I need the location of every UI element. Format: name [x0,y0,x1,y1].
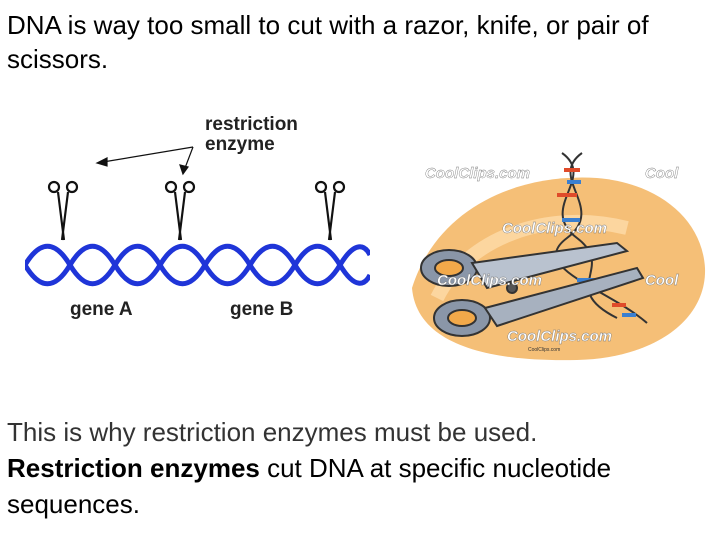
bold-term: Restriction enzymes [7,453,260,483]
pointer-arrows [95,146,194,176]
dna-helix [25,243,370,287]
watermark-4: CoolClips.com [437,272,542,289]
body-text: This is why restriction enzymes must be … [7,414,713,522]
watermark-1: CoolClips.com [425,165,530,182]
label-restriction: restriction [205,114,298,135]
watermark-5: Cool [645,272,679,289]
body-line-2-rest: cut DNA at specific nucleotide sequences… [7,453,612,519]
watermark-3: CoolClips.com [502,220,607,237]
body-line-2: Restriction enzymes cut DNA at specific … [7,450,713,522]
scissors-dna-clipart: CoolClips.com Cool CoolClips.com CoolCli… [412,152,706,361]
body-line-1: This is why restriction enzymes must be … [7,417,538,447]
gene-a-label: gene A [70,299,133,320]
gene-b-label: gene B [230,299,293,320]
slide-title: DNA is way too small to cut with a razor… [7,10,649,74]
restriction-enzyme-diagram: restriction enzyme gene A gene B [25,114,370,320]
scissors-icon-2 [164,180,196,241]
clipart-caption: CoolClips.com [528,347,561,353]
clipart-scissors [420,241,645,337]
scissors-icon-1 [47,180,79,241]
scissors-icon-3 [314,180,346,241]
watermark-2: Cool [645,165,679,182]
label-enzyme: enzyme [205,134,275,155]
watermark-6: CoolClips.com [507,328,612,345]
